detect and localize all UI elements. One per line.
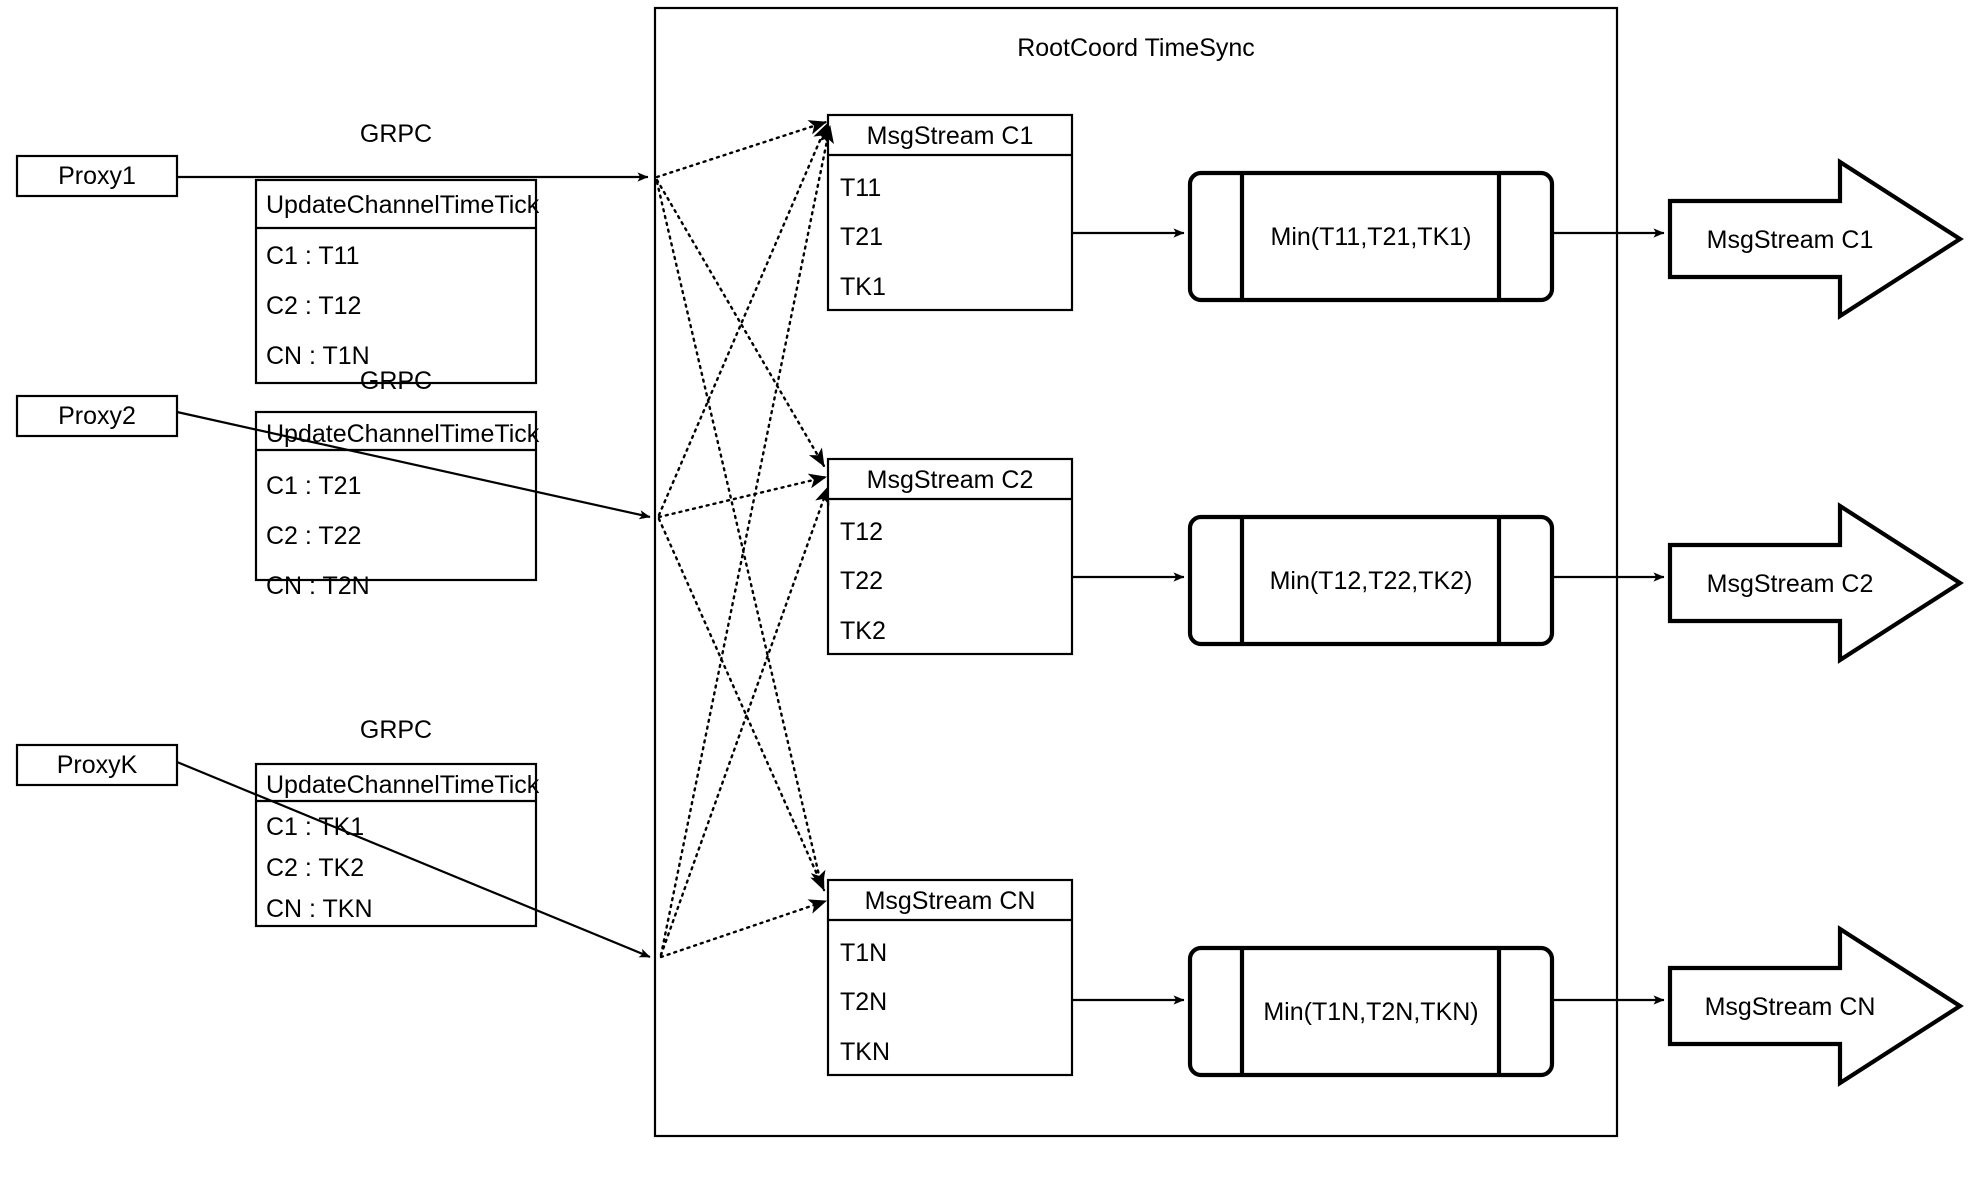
min-process-box-1[interactable]: Min(T11,T21,TK1) (1187, 170, 1555, 303)
rpc-entry-3-2: CN : TKN (266, 895, 373, 923)
msgstream-box-2[interactable] (826, 457, 1074, 656)
proxy-group-3: ProxyK GRPC UpdateChannelTimeTick C1 : T… (15, 716, 651, 959)
grpc-label-1: GRPC (360, 120, 432, 148)
stream-row-1: MsgStream C1 T11 T21 TK1 Min(T11,T21,TK1… (826, 113, 1964, 320)
rootcoord-timesync-container: RootCoord TimeSync (653, 6, 1619, 1138)
container-title: RootCoord TimeSync (1017, 34, 1255, 62)
rpc-entry-1-0: C1 : T11 (266, 242, 360, 270)
rpc-entry-2-0: C1 : T21 (266, 472, 361, 500)
grpc-connector-2 (176, 410, 651, 520)
rpc-entry-2-1: C2 : T22 (266, 522, 361, 550)
grpc-label-3: GRPC (360, 716, 432, 744)
fanout-3-to-c2 (659, 485, 830, 957)
proxy-group-2: Proxy2 GRPC UpdateChannelTimeTick C1 : T… (15, 367, 651, 600)
fanout-2-to-c2 (657, 473, 828, 519)
rpc-title-1: UpdateChannelTimeTick (266, 191, 540, 219)
output-label-1: MsgStream C1 (1707, 226, 1874, 254)
min-label-1: Min(T11,T21,TK1) (1271, 223, 1472, 251)
rpc-box-3[interactable] (254, 762, 538, 928)
output-arrow-2[interactable]: MsgStream C2 (1667, 502, 1964, 664)
msgstream-title-3: MsgStream CN (865, 887, 1036, 915)
fanout-2-to-c1 (657, 122, 829, 517)
output-label-3: MsgStream CN (1705, 993, 1876, 1021)
proxy-box-3[interactable] (15, 743, 179, 787)
msgstream-tick-1-2: TK1 (840, 273, 886, 301)
msgstream-tick-1-1: T21 (840, 223, 883, 251)
stream-row-2: MsgStream C2 T12 T22 TK2 Min(T12,T22,TK2… (826, 457, 1964, 664)
min-process-box-3[interactable]: Min(T1N,T2N,TKN) (1187, 945, 1555, 1078)
proxy-label-2: Proxy2 (58, 402, 136, 430)
rpc-entry-3-1: C2 : TK2 (266, 854, 364, 882)
fanout-1-to-c2 (655, 178, 826, 468)
output-label-2: MsgStream C2 (1707, 570, 1874, 598)
fanout-3-to-cn (659, 899, 828, 959)
msgstream-tick-1-0: T11 (840, 174, 881, 202)
output-arrow-1[interactable]: MsgStream C1 (1667, 158, 1964, 320)
msgstream-title-2: MsgStream C2 (867, 466, 1034, 494)
rpc-entry-1-1: C2 : T12 (266, 292, 361, 320)
rpc-entry-2-2: CN : T2N (266, 572, 370, 600)
fanout-3-to-c1 (659, 124, 834, 957)
rpc-entry-3-0: C1 : TK1 (266, 813, 364, 841)
proxy-box-2[interactable] (15, 394, 179, 438)
msgstream-tick-2-2: TK2 (840, 617, 886, 645)
proxy-group-1: Proxy1 GRPC UpdateChannelTimeTick C1 : T… (15, 120, 649, 385)
rpc-box-2[interactable] (254, 410, 538, 582)
fanout-1-to-c1 (655, 120, 828, 179)
msgstream-tick-3-2: TKN (840, 1038, 890, 1066)
rpc-title-2: UpdateChannelTimeTick (266, 420, 540, 448)
msgstream-tick-3-1: T2N (840, 988, 887, 1016)
output-arrow-3[interactable]: MsgStream CN (1667, 925, 1964, 1087)
min-process-box-2[interactable]: Min(T12,T22,TK2) (1187, 514, 1555, 647)
stream-row-3: MsgStream CN T1N T2N TKN Min(T1N,T2N,TKN… (826, 878, 1964, 1087)
fanout-2-to-cn (657, 517, 826, 892)
rpc-box-1[interactable] (254, 178, 538, 385)
proxy-label-3: ProxyK (57, 751, 138, 779)
msgstream-tick-3-0: T1N (840, 939, 887, 967)
msgstream-box-3[interactable] (826, 878, 1074, 1077)
proxy-label-1: Proxy1 (58, 162, 136, 190)
grpc-label-2: GRPC (360, 367, 432, 395)
rpc-entry-1-2: CN : T1N (266, 342, 370, 370)
rpc-title-3: UpdateChannelTimeTick (266, 771, 540, 799)
min-label-3: Min(T1N,T2N,TKN) (1263, 998, 1478, 1026)
msgstream-box-1[interactable] (826, 113, 1074, 312)
msgstream-title-1: MsgStream C1 (867, 122, 1034, 150)
msgstream-tick-2-1: T22 (840, 567, 883, 595)
min-label-2: Min(T12,T22,TK2) (1270, 567, 1473, 595)
grpc-connector-3 (176, 760, 651, 959)
fanout-1-to-cn (655, 180, 826, 890)
msgstream-tick-2-0: T12 (840, 518, 883, 546)
fanout-connectors (655, 120, 834, 959)
